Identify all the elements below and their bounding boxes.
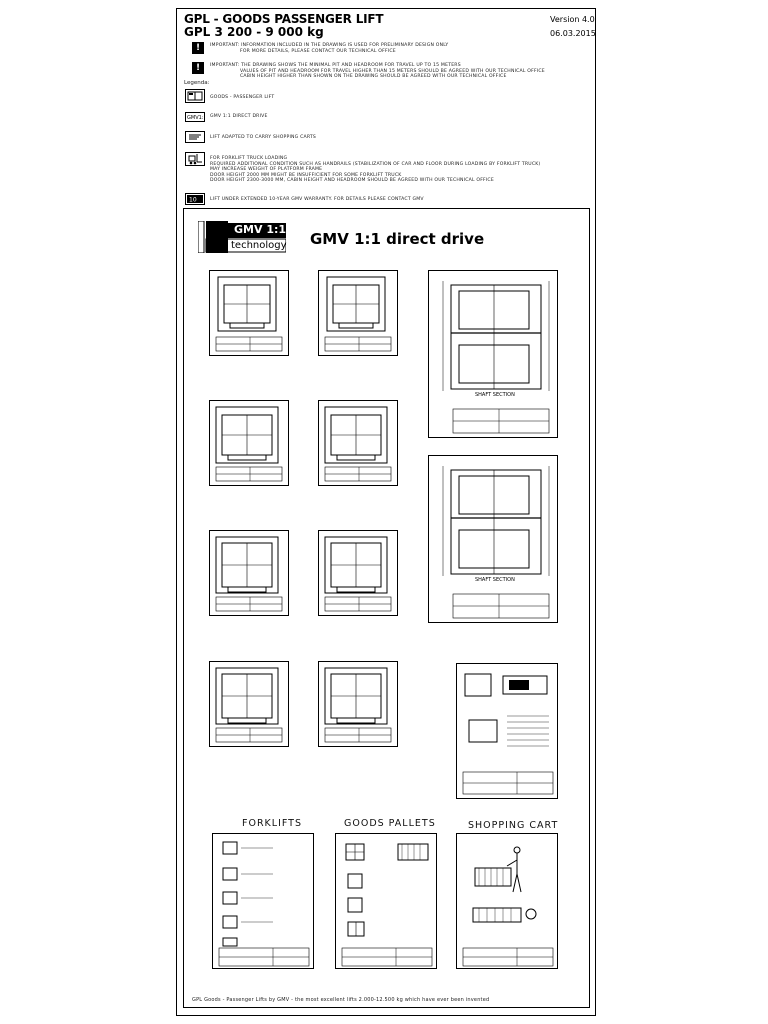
goods-pallets-section-title: GOODS PALLETS xyxy=(344,818,436,829)
legend-item-4-line-2: REQUIRED ADDITIONAL CONDITION SUCH AS HA… xyxy=(210,161,541,167)
shaft-section-label: SHAFT SECTION xyxy=(475,577,515,583)
legend-item-3: LIFT ADAPTED TO CARRY SHOPPING CARTS xyxy=(210,135,317,140)
plan-drawing-thumbnail[interactable] xyxy=(209,530,289,616)
legend-item-4-line-5: DOOR HEIGHT 2300-3000 MM, CABIN HEIGHT A… xyxy=(210,178,494,184)
note-1-line-2: FOR MORE DETAILS, PLEASE CONTACT OUR TEC… xyxy=(240,48,396,54)
forklifts-section-title: FORKLIFTS xyxy=(242,818,302,829)
note-2: IMPORTANT: THE DRAWING SHOWS THE MINIMAL… xyxy=(210,63,545,80)
gmv-technology-logo: GMV 1:1 technology xyxy=(198,221,287,253)
extended-warranty-icon: 10 xyxy=(185,193,205,205)
document-sheet xyxy=(176,8,596,1016)
note-2-line-2: VALUES OF PIT AND HEADROOM FOR TRAVEL HI… xyxy=(240,68,545,74)
legend-label: Legenda: xyxy=(184,80,210,86)
legend-item-4-line-4: DOOR HEIGHT 2000 MM MIGHT BE INSUFFICIEN… xyxy=(210,172,402,178)
note-2-line-1: IMPORTANT: THE DRAWING SHOWS THE MINIMAL… xyxy=(210,63,461,68)
warning-icon: ! xyxy=(192,42,204,54)
note-1: IMPORTANT: INFORMATION INCLUDED IN THE D… xyxy=(210,43,448,54)
drawings-panel xyxy=(183,208,590,1008)
shaft-section-drawing[interactable]: SHAFT SECTION xyxy=(428,270,558,438)
legend-item-5: LIFT UNDER EXTENDED 10-YEAR GMV WARRANTY… xyxy=(210,197,424,202)
legend-item-1: GOODS - PASSENGER LIFT xyxy=(210,95,275,100)
plan-drawing-thumbnail[interactable] xyxy=(209,270,289,356)
version-label: Version 4.0 xyxy=(550,15,595,24)
shaft-section-label: SHAFT SECTION xyxy=(475,392,515,398)
plan-drawing-thumbnail[interactable] xyxy=(318,661,398,747)
shopping-cart-section-title: SHOPPING CART xyxy=(468,820,559,831)
document-subtitle: GPL 3 200 - 9 000 kg xyxy=(184,25,324,39)
plan-drawing-thumbnail[interactable] xyxy=(318,530,398,616)
logo-text-bottom: technology xyxy=(231,240,287,251)
footer-text: GPL Goods - Passenger Lifts by GMV - the… xyxy=(192,997,490,1003)
panel-title: GMV 1:1 direct drive xyxy=(310,230,485,248)
legend-item-4-line-1: FOR FORKLIFT TRUCK LOADING xyxy=(210,156,288,161)
goods-passenger-lift-icon xyxy=(185,89,205,103)
document-title: GPL - GOODS PASSENGER LIFT xyxy=(184,12,384,26)
legend-item-2: GMV 1:1 DIRECT DRIVE xyxy=(210,114,268,119)
plan-drawing-thumbnail[interactable] xyxy=(318,400,398,486)
forklift-icon xyxy=(185,152,205,166)
forklifts-drawing[interactable] xyxy=(212,833,314,969)
shopping-cart-drawing[interactable] xyxy=(456,833,558,969)
legend-item-4: FOR FORKLIFT TRUCK LOADING REQUIRED ADDI… xyxy=(210,156,540,184)
shopping-cart-icon xyxy=(185,131,205,143)
shaft-section-drawing[interactable]: SHAFT SECTION xyxy=(428,455,558,623)
svg-text:10: 10 xyxy=(189,197,197,204)
plan-drawing-thumbnail[interactable] xyxy=(209,661,289,747)
legend-item-4-line-3: MAY INCREASE WEIGHT OF PLATFORM FRAME xyxy=(210,167,323,173)
detail-drawing[interactable] xyxy=(456,663,558,799)
note-2-line-3: CABIN HEIGHT HIGHER THAN SHOWN ON THE DR… xyxy=(240,74,507,80)
goods-pallets-drawing[interactable] xyxy=(335,833,437,969)
date-label: 06.03.2015 xyxy=(550,29,596,38)
logo-text-top: GMV 1:1 xyxy=(234,223,287,236)
note-1-line-1: IMPORTANT: INFORMATION INCLUDED IN THE D… xyxy=(210,43,449,48)
plan-drawing-thumbnail[interactable] xyxy=(209,400,289,486)
svg-text:GMV1:1: GMV1:1 xyxy=(187,115,204,121)
warning-icon: ! xyxy=(192,62,204,74)
plan-drawing-thumbnail[interactable] xyxy=(318,270,398,356)
gmv-direct-drive-icon: GMV1:1 xyxy=(185,112,205,122)
